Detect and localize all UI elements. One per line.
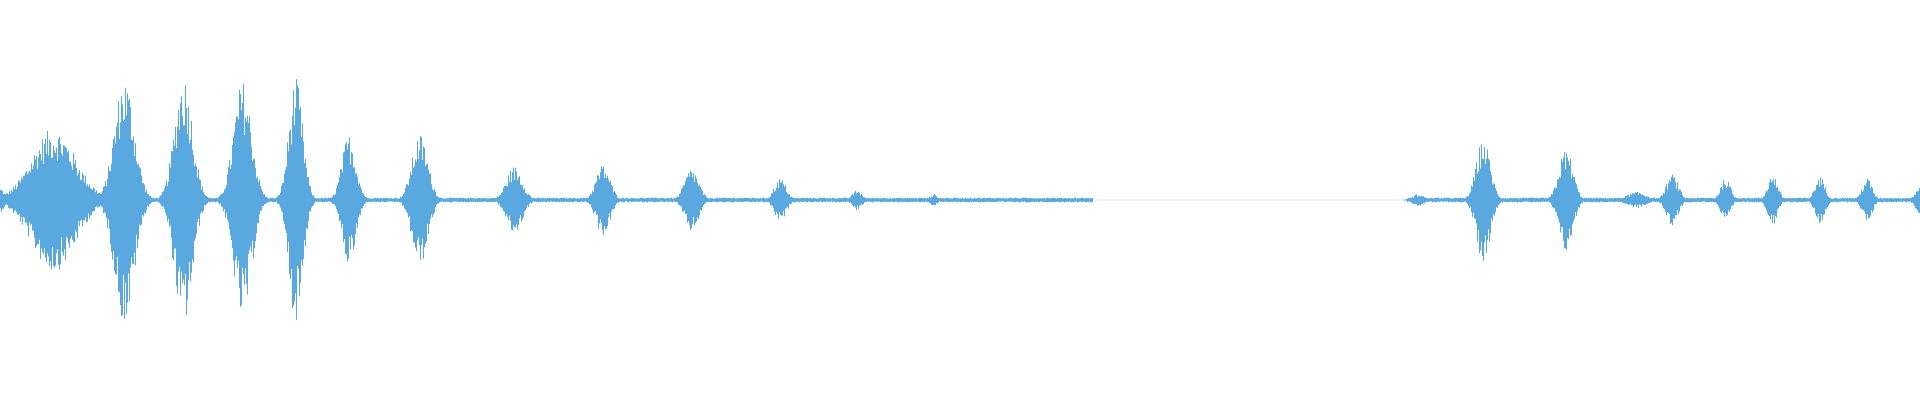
waveform-samples bbox=[0, 79, 1920, 320]
